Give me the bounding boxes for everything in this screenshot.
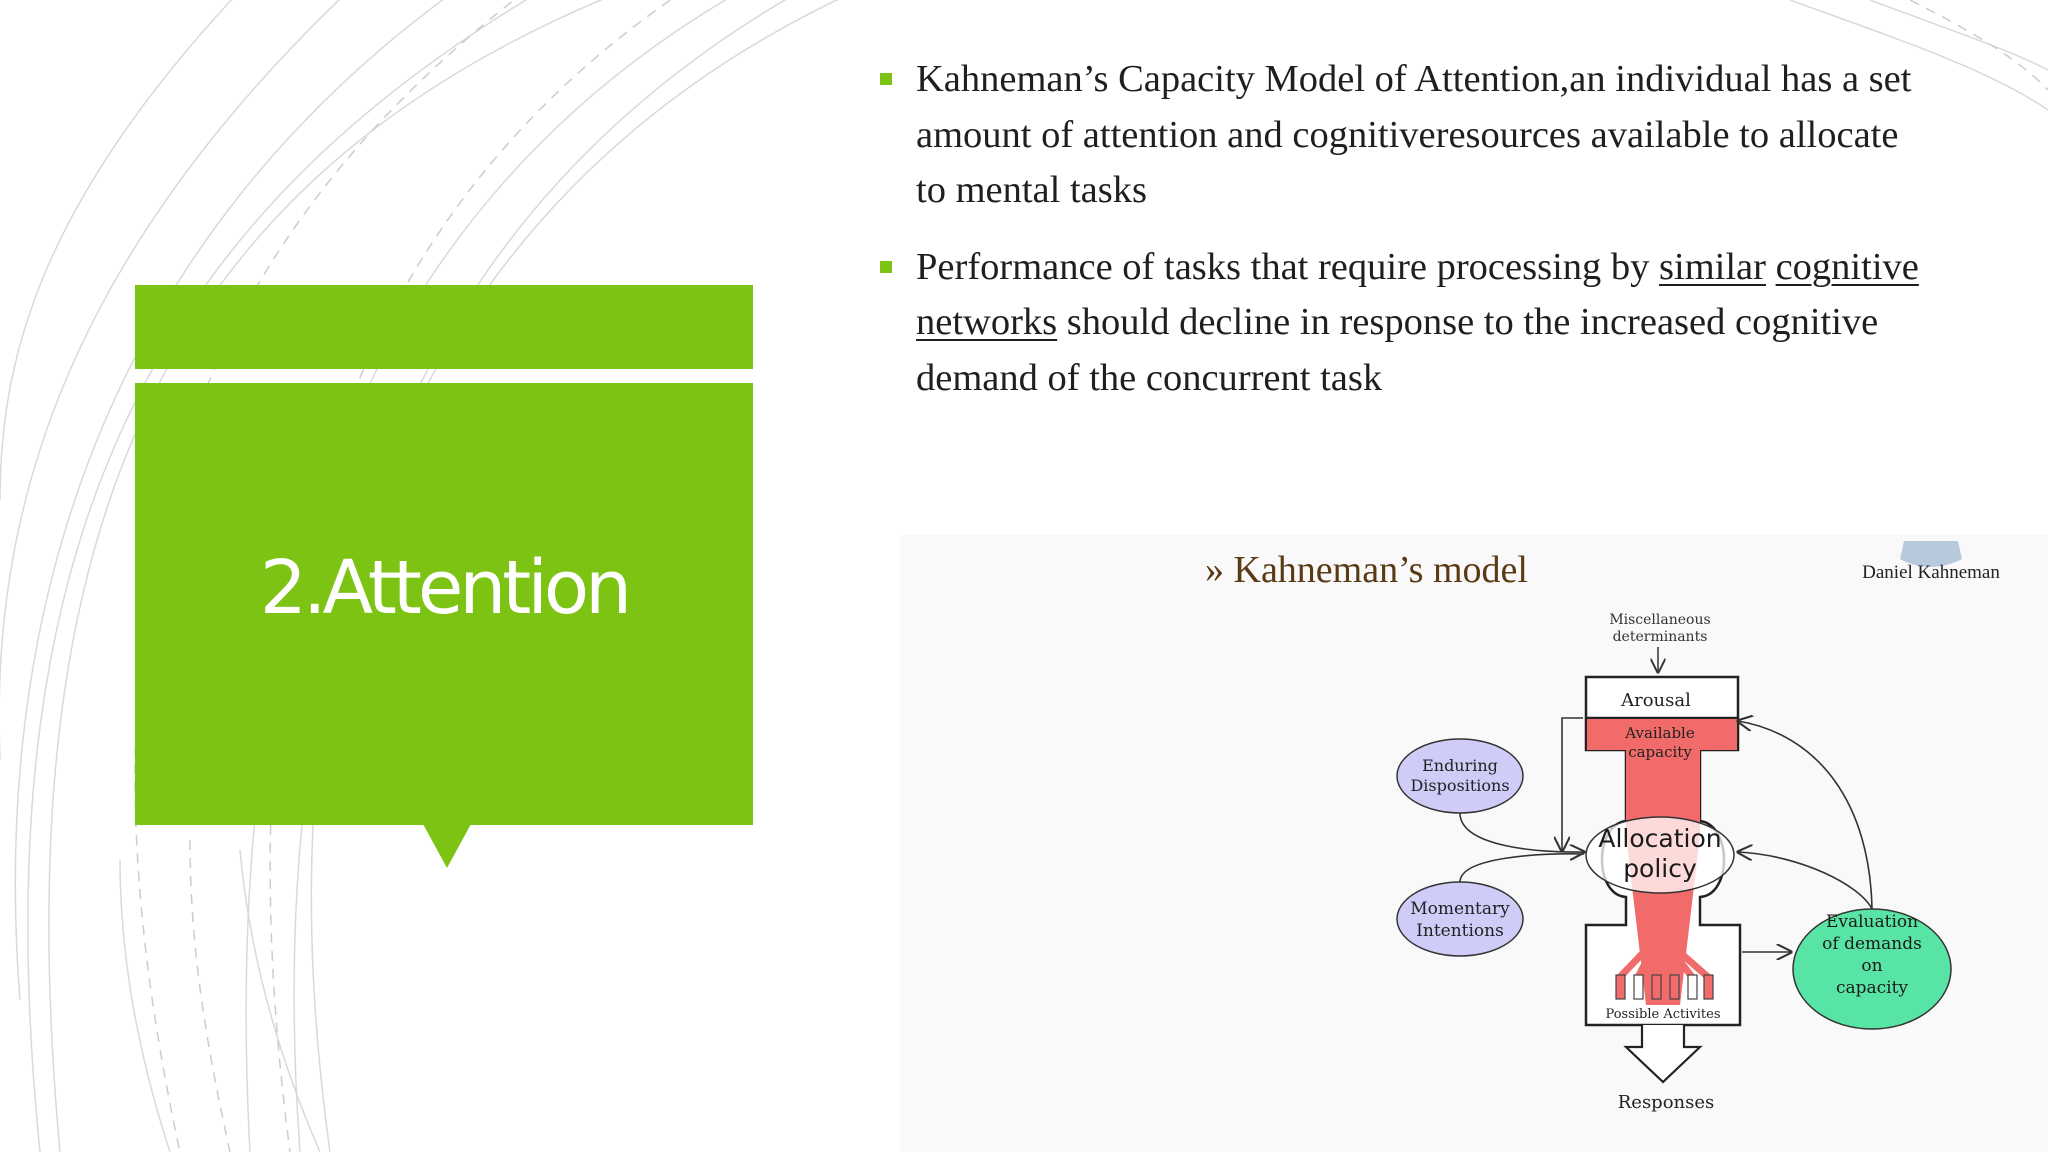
evaluation-label-line2: of demands [1822,934,1922,954]
momentary-label-line1: Momentary [1410,899,1510,919]
enduring-to-allocation-arrow [1459,812,1584,852]
available-capacity-fill [1587,719,1737,750]
kahneman-model-diagram: » Kahneman’s model Daniel Kahneman Misce… [1205,541,2000,1113]
evaluation-label-line1: Evaluation [1826,912,1918,932]
responses-label: Responses [1618,1092,1715,1113]
slide-title: 2.Attention [259,545,632,631]
underlined-term: similar [1659,245,1766,288]
enduring-label-line2: Dispositions [1410,776,1509,795]
misc-label-line2: determinants [1613,629,1708,645]
evaluation-to-allocation-arrow [1738,852,1873,910]
bullet-item: Kahneman’s Capacity Model of Attention,a… [880,52,1920,219]
portrait-fragment [1900,541,1962,567]
allocation-policy-node [1585,816,1735,894]
capacity-to-allocation-arrow [1562,717,1583,851]
capacity-label-line2: capacity [1628,743,1692,761]
evaluation-label-line3: on [1861,956,1882,976]
responses-arrow [1623,1025,1703,1084]
square-bullet-icon [880,260,892,273]
bullet-item: Performance of tasks that require proces… [880,240,1920,407]
momentary-to-allocation-connector [1459,853,1585,883]
momentary-intentions-node [1396,881,1524,957]
arousal-label: Arousal [1620,690,1691,711]
title-accent-band [135,285,753,369]
capacity-label-line1: Available [1624,724,1695,742]
allocation-label-line2: policy [1623,854,1697,883]
underlined-term: cognitive networks [916,245,1919,344]
momentary-label-line2: Intentions [1416,921,1504,941]
kahneman-model-figure: » Kahneman’s model Daniel Kahneman Misce… [900,535,2048,1152]
figure-heading: » Kahneman’s model [1205,549,1528,591]
title-box [135,383,753,825]
bullet-text: Performance of tasks that require proces… [916,245,1660,288]
misc-label-line1: Miscellaneous [1609,612,1710,628]
bullet-text: Kahneman’s Capacity Model of Attention,a… [916,58,1912,211]
bullet-text: should decline in response to the increa… [916,301,1879,399]
possible-activities-label: Possible Activites [1606,1007,1721,1022]
figure-caption: Daniel Kahneman [1862,562,2000,583]
evaluation-label-line4: capacity [1836,978,1908,998]
square-bullet-icon [880,73,892,85]
enduring-label-line1: Enduring [1422,756,1498,775]
bullet-list: Kahneman’s Capacity Model of Attention,a… [880,52,1920,427]
evaluation-to-capacity-arrow [1738,721,1873,910]
title-box-pointer [423,824,471,868]
allocation-label-line1: Allocation [1598,824,1721,853]
